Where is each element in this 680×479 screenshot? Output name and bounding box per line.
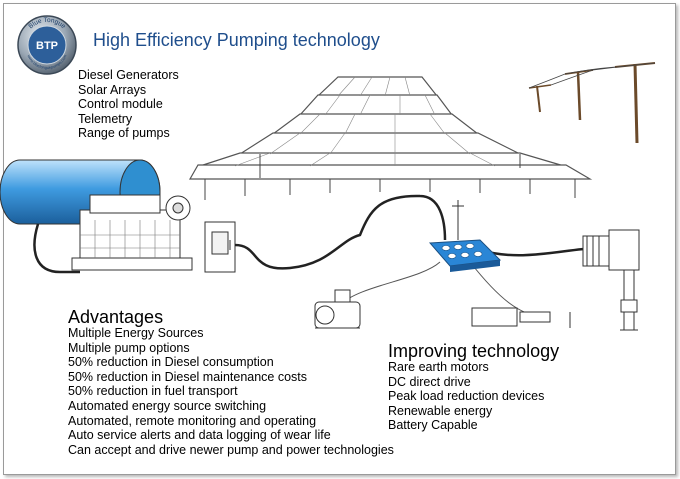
list-item: Rare earth motors	[388, 360, 489, 374]
advantages-list: Multiple Energy Sources Multiple pump op…	[68, 326, 394, 457]
list-item: Control module	[78, 97, 163, 112]
list-item: Battery Capable	[388, 418, 478, 433]
improving-list: Rare earth motors DC direct drive Peak l…	[388, 360, 544, 433]
inline-pump-icon	[471, 307, 571, 328]
blue-tongue-logo: Blue Tongue www.bluetonguepumps.com BTP	[17, 15, 77, 75]
diesel-generator-icon	[71, 194, 193, 271]
list-item: 50% reduction in Diesel maintenance cost…	[68, 369, 308, 384]
submersible-pump-icon	[620, 269, 638, 331]
list-item: Telemetry	[78, 111, 133, 126]
list-item: Peak load reduction devices	[388, 389, 545, 404]
list-item: Renewable energy	[388, 403, 493, 418]
list-item: 50% reduction in fuel transport	[68, 384, 238, 399]
improving-heading: Improving technology	[388, 341, 560, 361]
list-item: Automated energy source switching	[68, 398, 267, 413]
list-item: 50% reduction in Diesel consumption	[68, 355, 274, 370]
list-item: Diesel Generators	[78, 68, 179, 82]
switch-cabinet-icon	[204, 221, 236, 273]
list-item: Can accept and drive newer pump and powe…	[68, 442, 394, 457]
list-item: Multiple Energy Sources	[68, 326, 204, 340]
solar-array-icon	[188, 76, 593, 200]
list-item: Automated, remote monitoring and operati…	[68, 413, 317, 428]
component-list: Diesel Generators Solar Arrays Control m…	[78, 68, 179, 141]
advantages-heading: Advantages	[68, 307, 164, 327]
list-item: Multiple pump options	[68, 340, 190, 355]
telemetry-antenna-icon	[452, 200, 464, 240]
list-item: Auto service alerts and data logging of …	[68, 428, 331, 443]
page-title: High Efficiency Pumping technology	[93, 30, 380, 50]
logo-monogram: BTP	[36, 40, 58, 52]
list-item: DC direct drive	[388, 374, 471, 389]
list-item: Solar Arrays	[78, 82, 147, 97]
list-item: Range of pumps	[78, 126, 170, 141]
motor-unit-icon	[582, 229, 640, 271]
power-poles-icon	[528, 62, 656, 144]
surface-pump-icon	[314, 289, 361, 329]
control-module-icon	[428, 239, 502, 272]
